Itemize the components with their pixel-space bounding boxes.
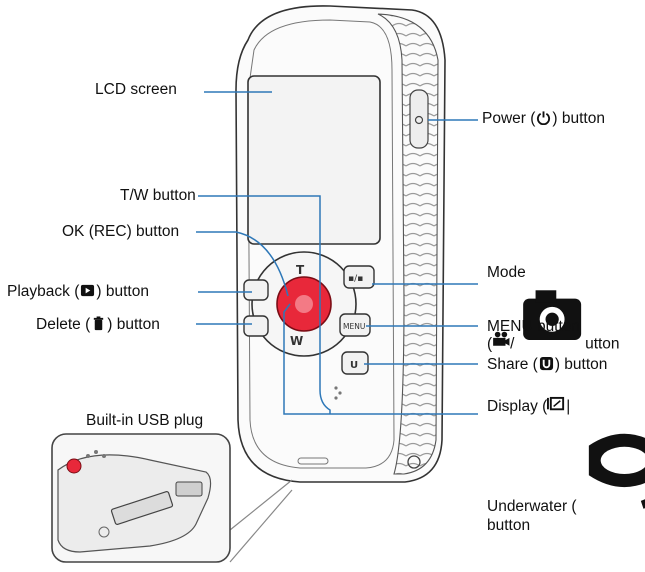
label-delete-pre: Delete ( — [36, 316, 91, 333]
label-display-post: | — [566, 398, 571, 416]
label-menu-button: MENU button — [487, 317, 580, 336]
share-button[interactable] — [341, 351, 369, 375]
label-display-line: Display ( | — [487, 396, 582, 416]
delete-button[interactable] — [243, 315, 269, 337]
label-power-pre: Power ( — [482, 110, 536, 127]
delete-icon — [94, 316, 104, 331]
underwater-icon — [588, 434, 645, 509]
callout-lines — [196, 91, 478, 415]
label-tw-text: T/W button — [120, 187, 196, 204]
tele-mark: T — [296, 263, 305, 277]
label-underwater-line3: button — [487, 516, 531, 534]
playback-button[interactable] — [243, 279, 269, 301]
usb-inset — [51, 433, 231, 563]
label-share-pre: Share ( — [487, 356, 538, 373]
camera-icon — [522, 290, 581, 340]
label-delete-post: ) button — [107, 316, 160, 333]
usb-connector — [175, 481, 203, 497]
label-playback-pre: Playback ( — [7, 283, 80, 300]
label-menu-text: MENU button — [487, 318, 581, 335]
label-display-underwater: Display ( | Underwater () button — [487, 396, 645, 535]
label-mode-button: Mode ( / utton — [487, 263, 620, 353]
control-pad: T W — [251, 251, 357, 357]
strap-hole — [407, 455, 421, 469]
playback-icon — [81, 284, 95, 297]
inset-zoom-lines — [229, 479, 293, 563]
label-underwater-pre: Underwater ( — [487, 497, 577, 515]
label-power-button: Power ( ) button — [482, 109, 605, 128]
label-share-button: Share ( ) button — [487, 355, 607, 374]
movie-icon — [493, 331, 510, 347]
label-delete-button: Delete ( ) button — [36, 315, 160, 334]
label-ok-rec-text: OK (REC) button — [62, 223, 180, 240]
power-button[interactable] — [409, 89, 429, 149]
label-lcd-screen-text: LCD screen — [95, 81, 177, 98]
microphone-holes — [334, 386, 342, 400]
wide-mark: W — [290, 334, 303, 348]
display-icon — [547, 396, 565, 411]
label-tw-button: T/W button — [120, 186, 196, 205]
label-mode-pre: ( — [487, 335, 493, 353]
power-icon — [537, 111, 551, 125]
label-mode-mid: / — [510, 335, 519, 353]
label-usb-text: Built-in USB plug — [86, 412, 204, 429]
label-usb-plug: Built-in USB plug — [86, 411, 203, 430]
inset-red-button — [66, 458, 82, 474]
ok-rec-button-highlight — [295, 295, 313, 313]
share-icon — [539, 356, 553, 371]
label-power-post: ) button — [552, 110, 605, 127]
label-mode-line1: Mode — [487, 264, 526, 281]
usb-plug — [110, 491, 174, 525]
lcd-screen[interactable] — [247, 75, 381, 245]
label-playback-button: Playback ( ) button — [7, 282, 149, 301]
menu-key-text: MENU — [343, 322, 365, 331]
mode-key-text: ▪/▪ — [348, 274, 363, 284]
mode-button[interactable] — [343, 265, 375, 289]
share-key-text: U — [350, 360, 358, 371]
label-ok-rec-button: OK (REC) button — [62, 222, 179, 241]
power-button-dot — [414, 115, 424, 125]
menu-button[interactable] — [339, 313, 371, 337]
label-underwater-line: Underwater () — [487, 416, 645, 516]
label-display-pre: Display ( — [487, 398, 548, 416]
label-mode-line2: ( / utton — [487, 282, 620, 353]
label-mode-post: utton — [585, 335, 620, 353]
label-lcd-screen: LCD screen — [95, 80, 177, 99]
label-share-post: ) button — [554, 356, 608, 373]
label-playback-post: ) button — [96, 283, 149, 300]
bottom-slot — [297, 457, 329, 465]
